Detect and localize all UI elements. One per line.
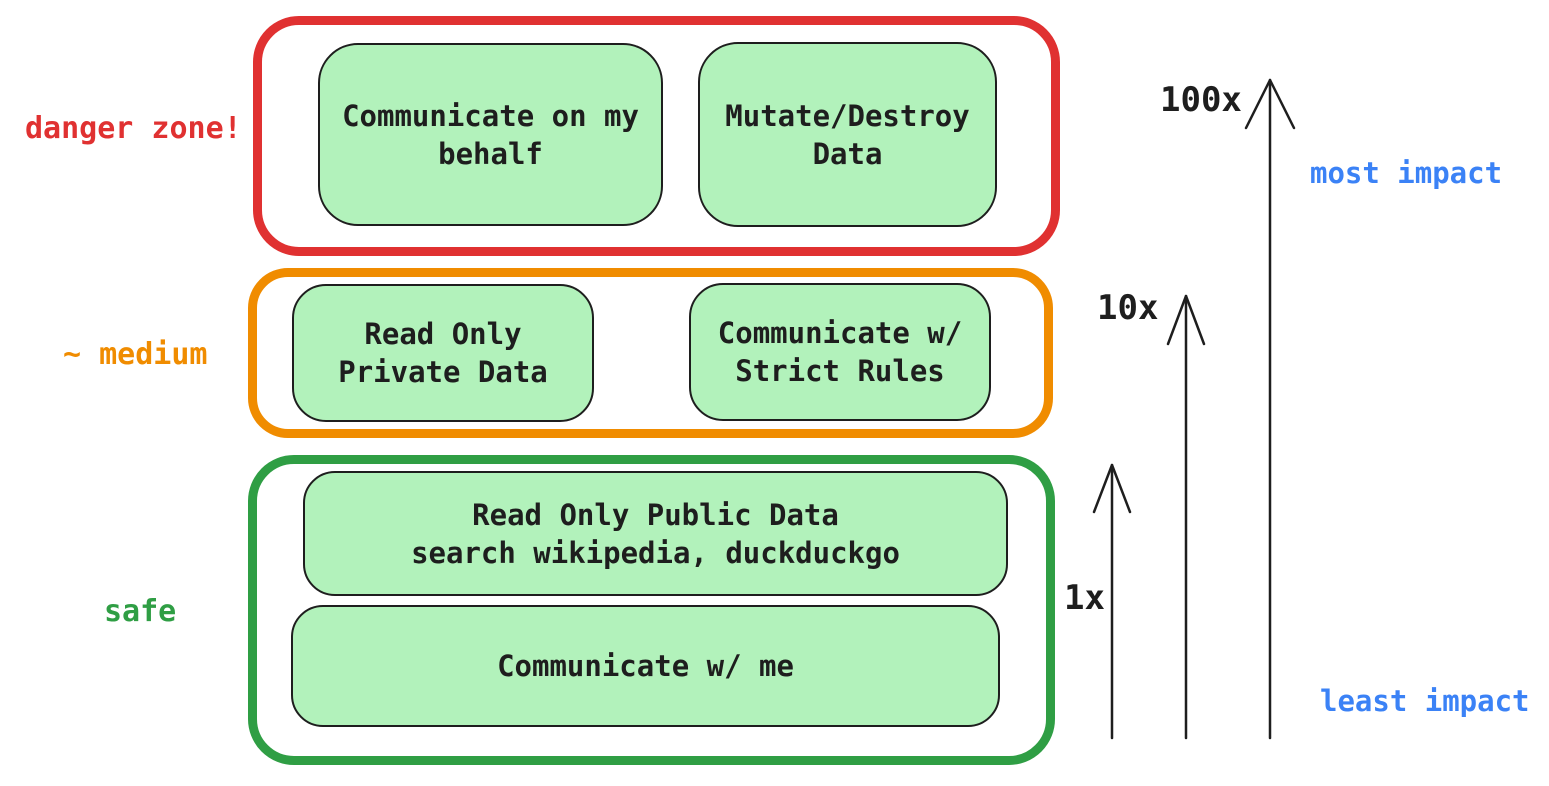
arrow-10x — [1166, 294, 1206, 740]
most-impact-label: most impact — [1310, 156, 1503, 190]
capability-text-line: Strict Rules — [735, 354, 945, 388]
capability-box-mutate-destroy-data: Mutate/Destroy Data — [698, 42, 997, 227]
capability-text-line: behalf — [438, 136, 543, 171]
capability-text-line: Private Data — [338, 355, 548, 389]
capability-box-communicate-with-me: Communicate w/ me — [291, 605, 1000, 727]
arrow-label-100x: 100x — [1160, 80, 1242, 120]
capability-box-communicate-on-my-behalf: Communicate on my behalf — [318, 43, 663, 226]
capability-text-line: Communicate on my — [342, 98, 639, 133]
zone-safe: Read Only Public Data search wikipedia, … — [248, 455, 1055, 765]
zone-medium: Read Only Private Data Communicate w/ St… — [248, 268, 1053, 438]
capability-text-line: Data — [812, 136, 883, 171]
capability-box-communicate-strict-rules: Communicate w/ Strict Rules — [689, 283, 991, 421]
capability-text-line: search wikipedia, duckduckgo — [411, 535, 900, 570]
zone-label-medium: ~ medium — [63, 337, 208, 372]
capability-text-line: Read Only Public Data — [472, 497, 839, 532]
arrow-100x — [1244, 78, 1296, 740]
capability-text-line: Mutate/Destroy — [725, 98, 970, 133]
capability-box-read-only-public-data: Read Only Public Data search wikipedia, … — [303, 471, 1008, 596]
capability-text-line: Communicate w/ me — [497, 649, 794, 683]
capability-text-line: Read Only — [364, 317, 522, 351]
zone-label-safe: safe — [104, 594, 177, 629]
arrow-label-10x: 10x — [1097, 288, 1159, 328]
least-impact-label: least impact — [1320, 684, 1530, 718]
capability-box-read-only-private-data: Read Only Private Data — [292, 284, 594, 422]
zone-danger: Communicate on my behalf Mutate/Destroy … — [253, 16, 1060, 256]
capability-text-line: Communicate w/ — [717, 316, 963, 350]
arrow-label-1x: 1x — [1064, 578, 1105, 618]
zone-label-danger: danger zone! — [25, 111, 242, 146]
